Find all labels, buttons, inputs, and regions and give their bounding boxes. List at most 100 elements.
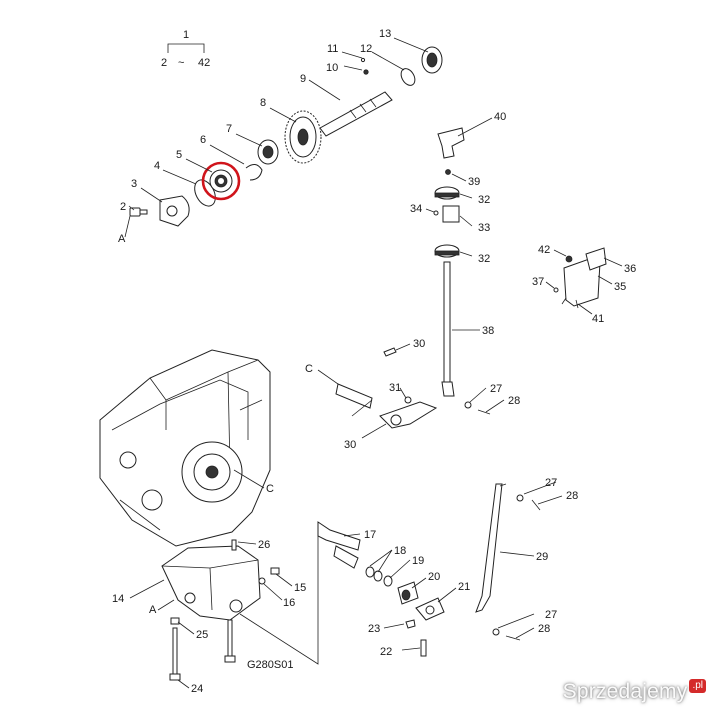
callout-6: 6 (200, 134, 206, 146)
arm-part-30 (379, 401, 438, 429)
pin-part-11 (360, 57, 366, 63)
group-bracket (167, 43, 205, 53)
snap-ring-part-12 (400, 68, 416, 86)
ref-letter-c-shaft: C (305, 363, 313, 375)
callout-23: 23 (368, 623, 380, 635)
callout-27-lower: 27 (545, 609, 557, 621)
lever-part-29 (475, 483, 503, 613)
plug-part-15 (270, 567, 280, 575)
callout-13: 13 (379, 28, 391, 40)
callout-40: 40 (494, 111, 506, 123)
callout-41: 41 (592, 313, 604, 325)
bolt-part-25 (170, 617, 180, 625)
callout-20: 20 (428, 571, 440, 583)
shaft-part-9 (319, 91, 393, 137)
reference-letters: A A C C (118, 233, 313, 616)
bearing-part-13 (421, 46, 443, 74)
bolt-part-24 (172, 627, 178, 675)
pin-part-31 (404, 396, 412, 404)
callout-24: 24 (191, 683, 203, 695)
callout-42: 42 (538, 244, 550, 256)
drawing-code: G280S01 (247, 659, 293, 671)
callout-30-upper: 30 (413, 338, 425, 350)
ref-letter-a-top: A (118, 233, 126, 245)
shift-rod-assembly (335, 127, 491, 429)
pin-part-37 (553, 287, 559, 293)
callout-38: 38 (482, 325, 494, 337)
callout-29: 29 (536, 551, 548, 563)
group-range-from: 2 (161, 57, 167, 69)
pin-part-28-lower (505, 635, 521, 641)
bolt-drawing-ref (227, 619, 233, 657)
spring-part-32-lower (434, 244, 460, 258)
callout-10: 10 (326, 62, 338, 74)
ball-part-10 (363, 69, 369, 75)
callout-31: 31 (389, 382, 401, 394)
pin-part-22 (420, 639, 427, 657)
callout-39: 39 (468, 176, 480, 188)
callout-4: 4 (154, 160, 160, 172)
ball-part-39 (445, 169, 451, 175)
callout-30-lower: 30 (344, 439, 356, 451)
bearing-part-5 (209, 169, 233, 193)
rod-part-38 (443, 261, 451, 383)
lower-lever-assembly (317, 483, 541, 657)
callout-36: 36 (624, 263, 636, 275)
bolt-part-2 (129, 207, 148, 217)
bearing-part-7 (257, 139, 279, 165)
block-part-33 (442, 205, 460, 223)
callout-9: 9 (300, 73, 306, 85)
callout-19: 19 (412, 555, 424, 567)
callout-16: 16 (283, 597, 295, 609)
callout-7: 7 (226, 123, 232, 135)
shaft-part-17 (317, 521, 361, 551)
pin-part-26 (231, 539, 237, 551)
group-range-to: 42 (198, 57, 210, 69)
washer-part-27-upper (464, 401, 472, 409)
watermark-text: Sprzedajemy (562, 680, 688, 703)
callout-18: 18 (394, 545, 406, 557)
lower-housing (161, 539, 280, 681)
highlight-circle (201, 161, 241, 201)
ref-letter-a-bottom: A (149, 604, 157, 616)
watermark-logo: Sprzedajemy .pl (563, 678, 706, 706)
callout-11: 11 (327, 43, 338, 55)
callout-28-mid: 28 (566, 490, 578, 502)
plate-part-35 (585, 247, 607, 271)
callout-8: 8 (260, 97, 266, 109)
o-ring-part-18a (365, 566, 375, 578)
callout-27-mid: 27 (545, 477, 557, 489)
upper-shaft-assembly (129, 46, 443, 227)
callout-28-upper: 28 (508, 395, 520, 407)
callout-15: 15 (294, 582, 306, 594)
callout-33: 33 (478, 222, 490, 234)
callout-26: 26 (258, 539, 270, 551)
callout-21: 21 (458, 581, 470, 593)
spring-part-32-upper (434, 186, 460, 200)
washer-part-19 (383, 575, 393, 587)
group-header: 1 2 ~ 42 (161, 29, 210, 69)
washer-part-27-mid (516, 494, 524, 502)
watermark-suffix: .pl (689, 679, 706, 693)
snap-ring-part-6 (245, 164, 263, 181)
gear-part-8 (284, 110, 322, 164)
callout-labels: 2 3 4 5 6 7 8 9 10 11 12 13 14 15 16 17 … (112, 28, 636, 695)
callout-22: 22 (380, 646, 392, 658)
callout-35: 35 (614, 281, 626, 293)
washer-part-27-lower (492, 628, 500, 636)
group-number: 1 (183, 29, 189, 41)
group-range-tilde: ~ (178, 57, 184, 69)
ref-letter-c-case: C (266, 483, 274, 495)
callout-27-upper: 27 (490, 383, 502, 395)
callout-5: 5 (176, 149, 182, 161)
callout-25: 25 (196, 629, 208, 641)
shaft-c (335, 383, 373, 409)
callout-37: 37 (532, 276, 544, 288)
callout-28-lower: 28 (538, 623, 550, 635)
callout-32-upper: 32 (478, 194, 490, 206)
pin-part-34 (433, 210, 439, 216)
callout-17: 17 (364, 529, 376, 541)
o-ring-part-18b (373, 570, 383, 582)
leader-lines (124, 37, 623, 689)
